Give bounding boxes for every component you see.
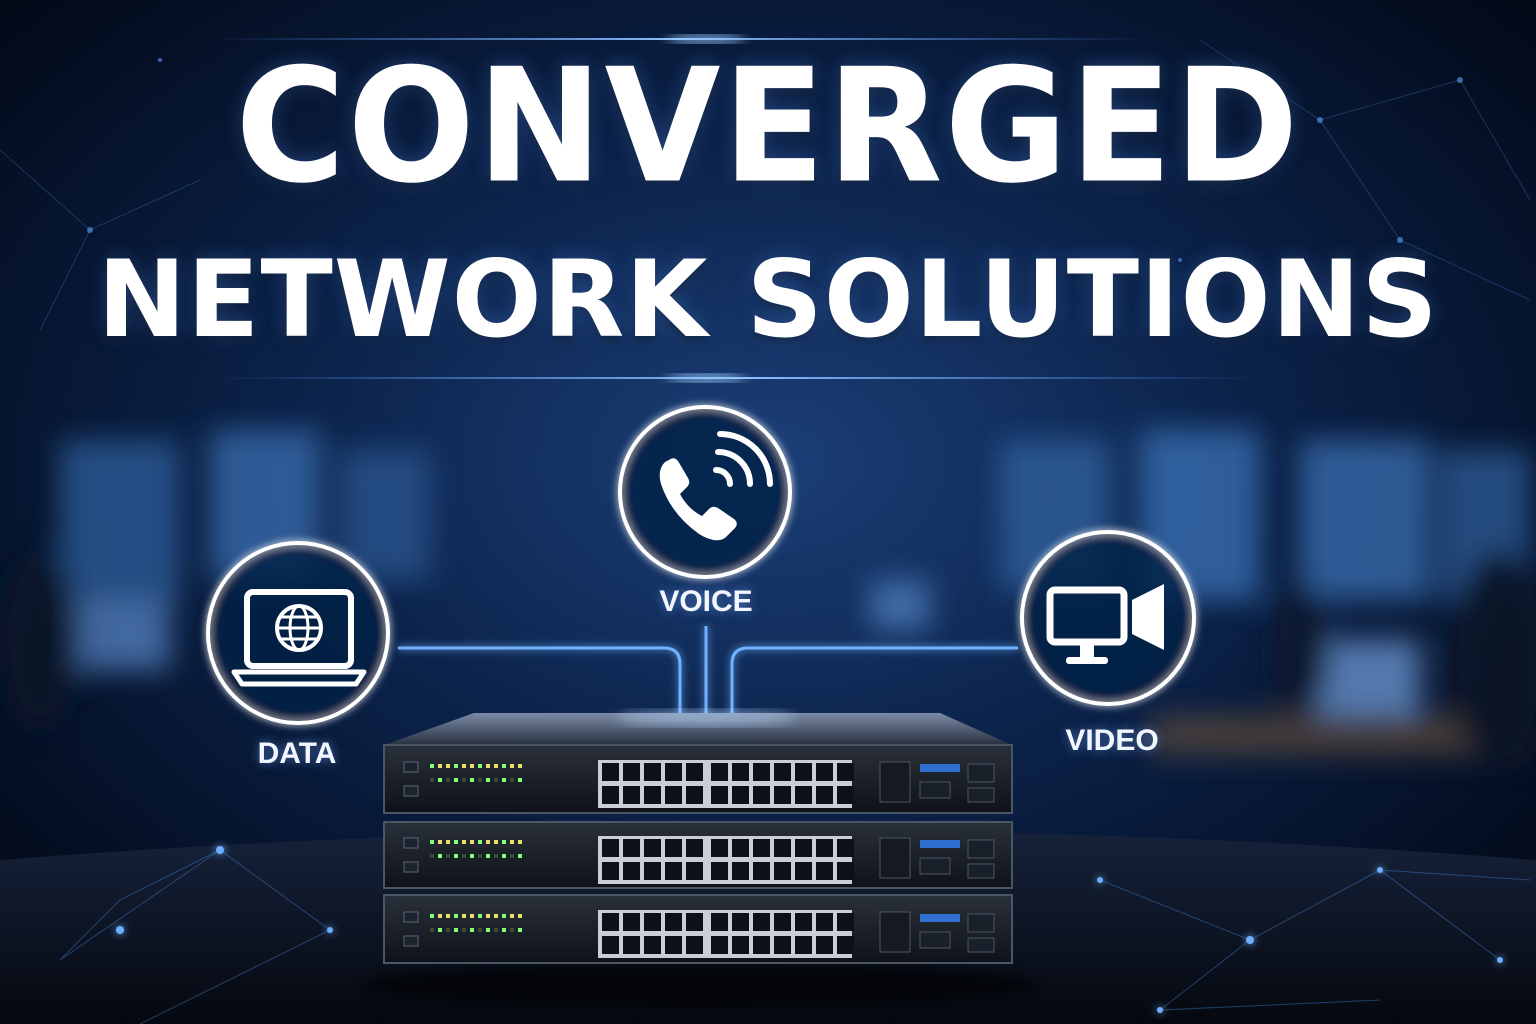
voice-service: [620, 407, 790, 577]
monitor-camera-icon: [1020, 530, 1196, 706]
headline-primary: CONVERGED: [235, 35, 1301, 219]
voice-label: VOICE: [659, 585, 753, 618]
title-divider-bottom: [212, 374, 1264, 382]
data-label: DATA: [257, 737, 337, 770]
headline-secondary: NETWORK SOLUTIONS: [97, 238, 1439, 361]
title-divider-top: [210, 35, 1150, 43]
phone-icon: [618, 405, 792, 579]
data-service: [208, 543, 388, 723]
laptop-globe-icon: [206, 541, 390, 725]
video-label: VIDEO: [1065, 724, 1159, 757]
connection-lines: [398, 626, 1018, 720]
video-service: [1022, 532, 1194, 704]
network-switch-stack: [360, 710, 1040, 1007]
